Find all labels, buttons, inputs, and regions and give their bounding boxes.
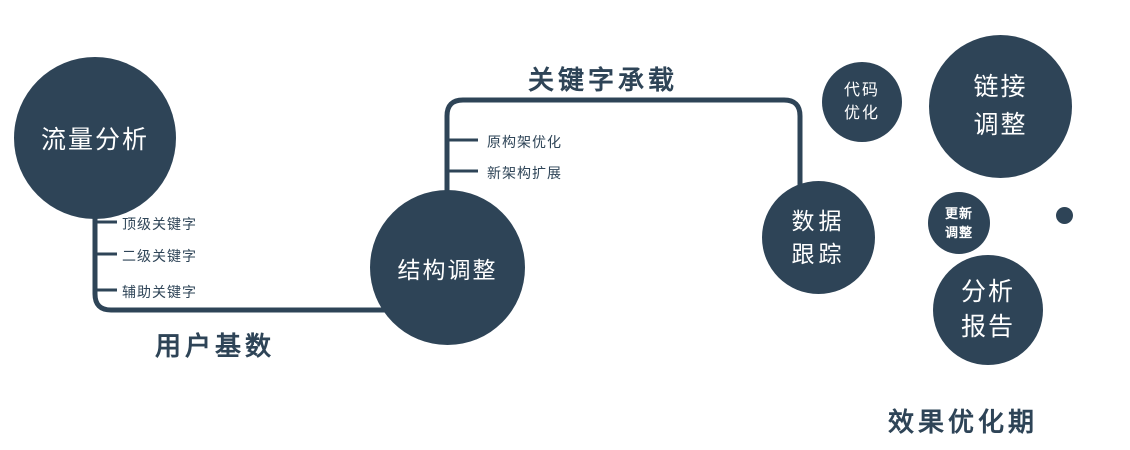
branch-label-secondary-keywords: 二级关键字 xyxy=(122,248,197,264)
node-traffic-analysis: 流量分析 xyxy=(14,57,176,219)
branch-label-new-arch-expand: 新架构扩展 xyxy=(487,165,562,181)
node-label: 结构调整 xyxy=(397,256,498,283)
node-label-line: 链接 xyxy=(973,73,1028,101)
node-label-line: 代码 xyxy=(843,81,880,99)
node-code-optimization: 代码 优化 xyxy=(822,62,902,142)
branch-label-original-arch-optimize: 原构架优化 xyxy=(487,134,562,150)
node-label-line: 报告 xyxy=(960,313,1015,341)
edge-label-user-base: 用户基数 xyxy=(155,331,276,361)
edge-user-base-line xyxy=(92,208,398,313)
edge-keyword-carry-line xyxy=(444,97,803,198)
branch-label-top-keywords: 顶级关键字 xyxy=(122,216,197,232)
node-label-line: 数据 xyxy=(791,208,846,235)
branch-label-auxiliary-keywords: 辅助关键字 xyxy=(122,284,197,300)
node-label-line: 更新 xyxy=(944,205,973,221)
node-label-line: 跟踪 xyxy=(791,240,846,267)
small-dot-marker xyxy=(1056,207,1073,224)
node-label-line: 优化 xyxy=(843,105,880,122)
node-analysis-report: 分析 报告 xyxy=(933,255,1043,365)
node-label: 流量分析 xyxy=(40,126,149,154)
footer-label-effect-period: 效果优化期 xyxy=(888,407,1039,437)
edge-label-keyword-carry: 关键字承载 xyxy=(528,65,679,95)
node-data-tracking: 数据 跟踪 xyxy=(762,181,875,294)
node-link-adjustment: 链接 调整 xyxy=(929,35,1072,178)
node-label-line: 调整 xyxy=(944,225,973,240)
node-update-adjustment: 更新 调整 xyxy=(928,192,990,254)
node-label-line: 分析 xyxy=(960,278,1015,306)
node-label-line: 调整 xyxy=(973,110,1028,139)
node-structure-adjust: 结构调整 xyxy=(370,190,525,345)
